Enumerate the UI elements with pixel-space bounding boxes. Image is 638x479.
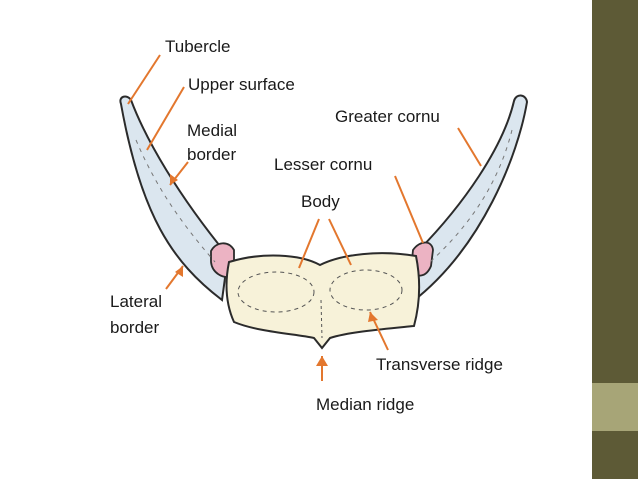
slide-sidebar-accent <box>592 383 638 431</box>
label-greater-cornu: Greater cornu <box>335 107 440 126</box>
right-body-contour <box>329 269 403 311</box>
label-medial-border-line2: border <box>187 145 237 164</box>
label-body: Body <box>301 192 340 211</box>
lateral-border-arrowhead <box>175 266 183 277</box>
left-body-contour <box>237 271 315 313</box>
label-median-ridge: Median ridge <box>316 395 415 414</box>
label-lesser-cornu: Lesser cornu <box>274 155 373 174</box>
median-ridge-arrowhead <box>316 356 328 366</box>
medial-border-arrowhead <box>170 174 178 185</box>
tubercle-pointer <box>127 54 161 105</box>
greater-cornu-pointer <box>457 127 482 167</box>
label-lateral-border-line2: border <box>110 318 160 337</box>
upper-surface-pointer <box>146 86 185 151</box>
label-transverse-ridge: Transverse ridge <box>376 355 503 374</box>
right-cornu-contour <box>429 129 513 263</box>
label-lateral-border-line1: Lateral <box>110 292 162 311</box>
body-pointer-right <box>328 218 352 266</box>
pointer-arrowheads <box>170 174 378 366</box>
left-cornu-contour <box>135 139 216 263</box>
body-pointer-left <box>298 218 320 269</box>
transverse-ridge-arrowhead <box>368 312 378 322</box>
lesser-cornu-pointer <box>394 175 424 244</box>
median-ridge-line <box>320 299 323 339</box>
label-medial-border-line1: Medial <box>187 121 238 140</box>
left-greater-cornu <box>119 95 230 302</box>
label-tubercle: Tubercle <box>165 37 231 56</box>
hyoid-body <box>225 252 421 350</box>
right-greater-cornu <box>410 94 529 305</box>
label-upper-surface: Upper surface <box>188 75 295 94</box>
